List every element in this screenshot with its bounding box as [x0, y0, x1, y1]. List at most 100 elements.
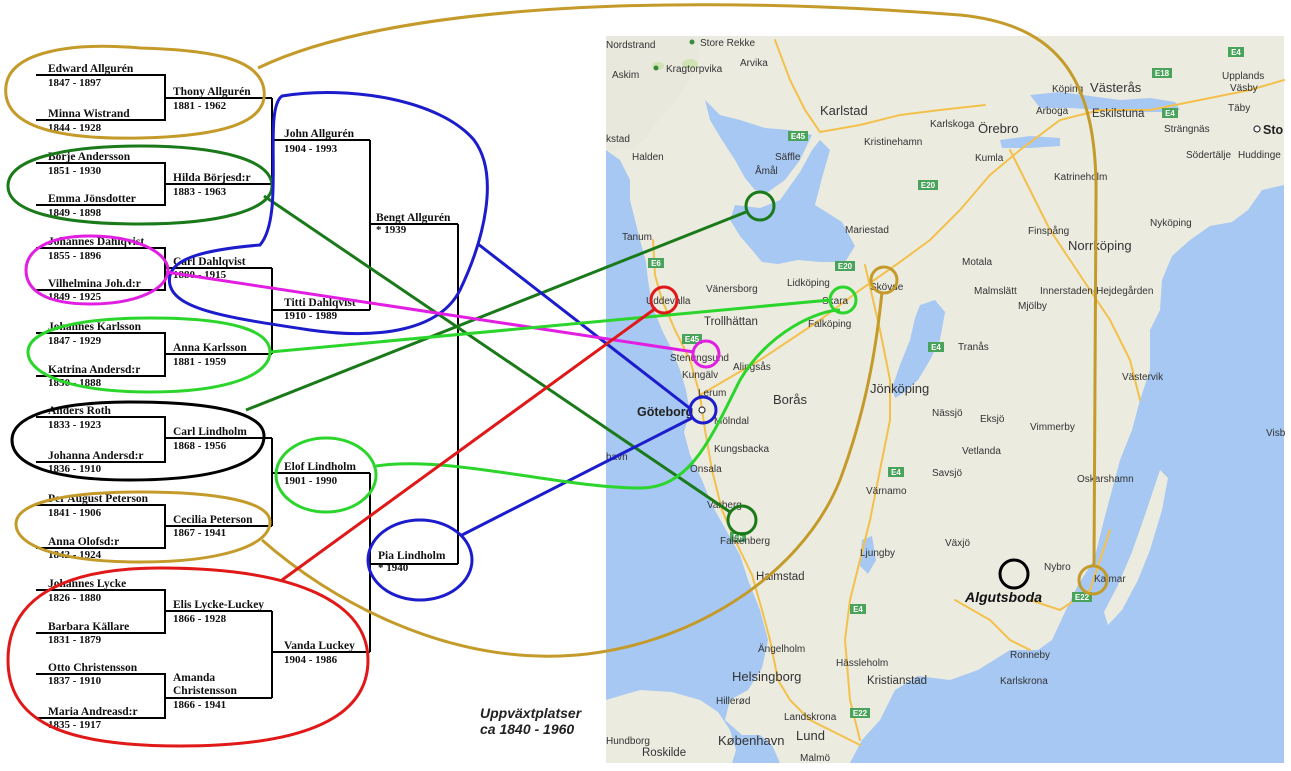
place-kungalv: Kungälv: [682, 370, 718, 381]
svg-text:E20: E20: [921, 181, 936, 190]
place-lund: Lund: [796, 728, 825, 743]
place-katrineholm: Katrineholm: [1054, 172, 1107, 183]
person-pia-years: * 1940: [378, 562, 409, 574]
road-shield-e4c: E4: [888, 467, 904, 477]
place-molndal: Mölndal: [714, 416, 749, 427]
person-johanna-years: 1836 - 1910: [48, 463, 102, 475]
place-nassjo: Nässjö: [932, 408, 963, 419]
person-anna-k-years: 1881 - 1959: [173, 356, 227, 368]
svg-text:E18: E18: [1155, 69, 1170, 78]
person-john-years: 1904 - 1993: [284, 143, 338, 155]
place-alingsas: Alingsås: [733, 361, 771, 373]
loop-pia: [366, 518, 474, 602]
place-norrkoping: Norrköping: [1068, 238, 1132, 253]
place-trollhattan: Trollhättan: [704, 316, 758, 328]
place-karlskoga: Karlskoga: [930, 119, 975, 130]
place-motala: Motala: [962, 257, 992, 268]
place-goteborg: Göteborg: [637, 405, 693, 419]
loop-allguren: [4, 44, 266, 140]
person-johannes-d-years: 1855 - 1896: [48, 250, 102, 262]
place-oskarshamn: Oskarshamn: [1077, 474, 1134, 485]
place-hillerod: Hillerød: [716, 696, 750, 707]
road-shield-e4b: E4: [928, 342, 944, 352]
place-ronneby: Ronneby: [1010, 650, 1050, 661]
loop-roth: [10, 400, 266, 482]
capital-icon: [1253, 125, 1261, 133]
map-of-southern-sweden[interactable]: E45 E18 E20 E4 E6 E20 E4 E4 E4 E22 E22 E…: [606, 36, 1286, 764]
person-hilda-years: 1883 - 1963: [173, 186, 227, 198]
loop-elof: [274, 436, 378, 514]
person-edward-years: 1847 - 1897: [48, 77, 102, 89]
place-ljungby: Ljungby: [860, 548, 895, 559]
place-strangnas: Strängnäs: [1164, 124, 1210, 135]
place-roskilde: Roskilde: [642, 747, 686, 759]
place-store-rekke: Store Rekke: [700, 38, 755, 49]
place-kristianstad: Kristianstad: [867, 675, 927, 687]
road-shield-e6b: E6: [730, 532, 746, 542]
connector-lycke-uddevalla: [281, 306, 657, 582]
svg-text:E45: E45: [685, 335, 700, 344]
connector-karlsson-skara: [269, 298, 831, 354]
place-vimmerby: Vimmerby: [1030, 422, 1075, 433]
park-icon: [689, 39, 695, 45]
connector-allguren-kalmar: [257, 3, 1098, 567]
road-shield-e20: E20: [918, 180, 938, 190]
place-kstad: kstad: [606, 134, 630, 145]
lake-vattern: [892, 300, 945, 398]
person-carl-l-name: Carl Lindholm: [173, 426, 247, 438]
road-shield-e4e: E4: [1162, 108, 1178, 118]
person-otto-name: Otto Christensson: [48, 662, 138, 674]
person-minna-years: 1844 - 1928: [48, 122, 102, 134]
place-karlstad: Karlstad: [820, 103, 868, 118]
place-vasby: Väsby: [1230, 83, 1258, 94]
person-johannes-k-years: 1847 - 1929: [48, 335, 102, 347]
place-karlskrona: Karlskrona: [1000, 676, 1048, 687]
place-falkoping: Falköping: [808, 319, 851, 330]
place-angelholm: Ängelholm: [758, 643, 805, 655]
person-borje-name: Börje Andersson: [48, 151, 131, 163]
caption: Uppväxtplatser ca 1840 - 1960: [480, 705, 583, 737]
green-area: [682, 59, 698, 69]
place-eskilstuna: Eskilstuna: [1092, 108, 1145, 120]
person-anna-k-name: Anna Karlsson: [173, 342, 247, 354]
place-huddinge: Huddinge: [1238, 150, 1281, 161]
person-anna-o-name: Anna Olofsd:r: [48, 536, 119, 548]
family-connectors: [4, 3, 1109, 748]
place-varberg: Varberg: [707, 500, 742, 511]
place-malmo: Malmö: [800, 753, 830, 764]
place-amal: Åmål: [755, 164, 778, 177]
place-nybro: Nybro: [1044, 562, 1071, 573]
place-lerum: Lerum: [698, 388, 726, 399]
place-malmslatt: Malmslätt: [974, 286, 1017, 297]
svg-text:E22: E22: [853, 709, 868, 718]
svg-text:E4: E4: [1231, 48, 1241, 57]
place-tanum: Tanum: [622, 232, 652, 243]
person-johanna-name: Johanna Andersd:r: [48, 450, 144, 462]
person-elis-name: Elis Lycke-Luckey: [173, 599, 264, 611]
marker-uddevalla: [649, 285, 679, 315]
svg-text:E4: E4: [853, 605, 863, 614]
connector-roth-amal: [245, 210, 747, 412]
map-place-labels: Nordstrand Store Rekke Askim Kragtorpvik…: [606, 38, 1286, 764]
person-titti-years: 1910 - 1989: [284, 310, 338, 322]
place-lidkoping: Lidköping: [787, 278, 830, 289]
place-kristinehamn: Kristinehamn: [864, 137, 922, 148]
place-hassleholm: Hässleholm: [836, 658, 888, 669]
place-saffle: Säffle: [775, 152, 801, 163]
svg-text:E6: E6: [733, 533, 743, 542]
place-taby: Täby: [1228, 103, 1250, 114]
svg-text:E22: E22: [1075, 593, 1090, 602]
person-anders-years: 1833 - 1923: [48, 419, 102, 431]
marker-amal: [744, 190, 776, 222]
person-vanda-years: 1904 - 1986: [284, 654, 338, 666]
place-finspang: Finspång: [1028, 225, 1069, 237]
marker-varberg: [726, 504, 758, 536]
person-vilhelmina-years: 1849 - 1925: [48, 291, 102, 303]
lake-malaren: [1030, 92, 1180, 112]
place-tranas: Tranås: [958, 341, 989, 353]
caption-line2: ca 1840 - 1960: [480, 721, 574, 737]
park-icon: [653, 65, 659, 71]
marker-skovde: [869, 265, 899, 295]
svg-text:E4: E4: [891, 468, 901, 477]
connector-allguren-goteborg: [477, 242, 693, 412]
